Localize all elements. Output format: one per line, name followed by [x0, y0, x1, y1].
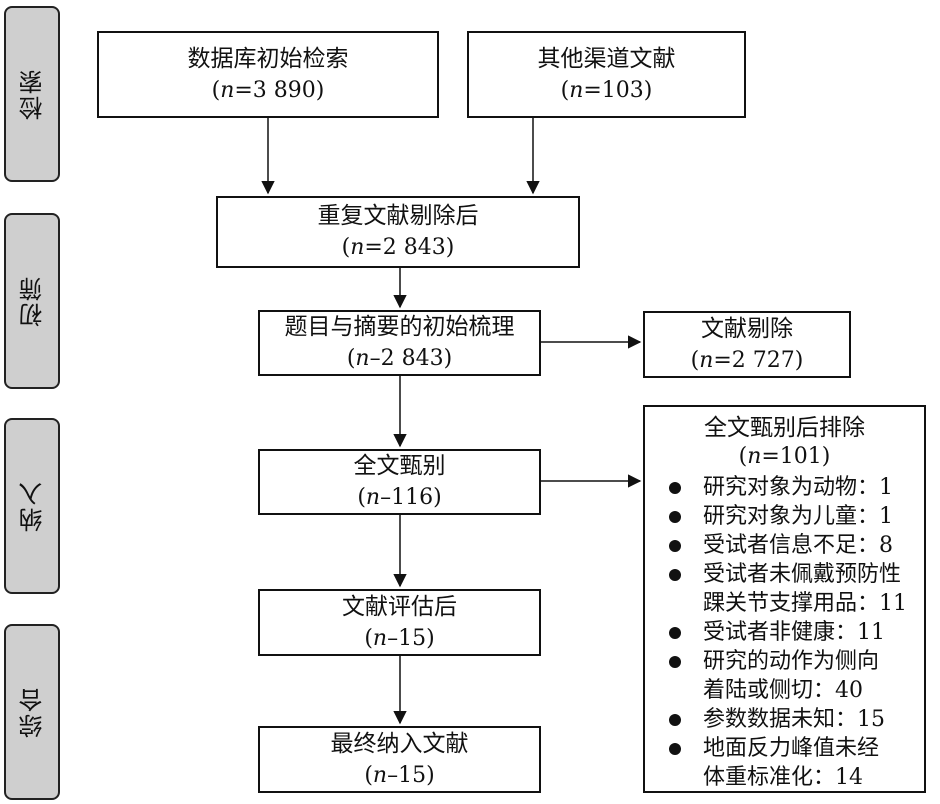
stage-label-retrieval: 检索 [4, 6, 60, 182]
box-fulltext-title: 全文甄别 [353, 453, 446, 479]
box-fulltext: 全文甄别 (n–116) [258, 449, 541, 515]
exclusion-item: 研究对象为儿童：1 [665, 502, 924, 531]
box-title-abstract-title: 题目与摘要的初始梳理 [284, 314, 515, 340]
exclusion-title: 全文甄别后排除 [704, 415, 865, 441]
box-assessed-title: 文献评估后 [342, 593, 457, 620]
exclusion-item: 受试者信息不足：8 [665, 531, 924, 560]
exclusion-item-line: 参数数据未知：15 [703, 707, 885, 732]
box-db-search-count: (n=3 890) [211, 77, 325, 103]
exclusion-item: 地面反力峰值未经体重标准化：14 [665, 734, 924, 792]
exclusion-count: (n=101) [738, 444, 831, 469]
exclusion-item: 受试者非健康：11 [665, 618, 924, 647]
box-other-sources-title: 其他渠道文献 [537, 45, 676, 72]
box-other-sources: 其他渠道文献 (n=103) [467, 31, 746, 118]
box-title-abstract: 题目与摘要的初始梳理 (n–2 843) [258, 310, 541, 376]
box-dedup: 重复文献剔除后 (n=2 843) [216, 196, 580, 268]
box-final-count: (n–15) [364, 762, 435, 788]
box-dedup-count: (n=2 843) [341, 235, 455, 260]
box-assessed-count: (n–15) [364, 625, 435, 651]
box-db-search: 数据库初始检索 (n=3 890) [97, 31, 439, 118]
box-exclusion-reasons: 全文甄别后排除 (n=101) 研究对象为动物：1 研究对象为儿童：1 受试者信息不… [643, 405, 926, 793]
box-other-sources-count: (n=103) [560, 77, 653, 103]
exclusion-item-line: 体重标准化：14 [703, 765, 863, 790]
exclusion-item-line: 研究的动作为侧向 [703, 649, 880, 674]
exclusion-item-line: 受试者非健康：11 [703, 620, 885, 645]
stage-label-screening: 初筛 [4, 213, 60, 389]
exclusion-item-line: 受试者未佩戴预防性 [703, 562, 902, 587]
box-fulltext-count: (n–116) [357, 485, 442, 510]
box-removed: 文献剔除 (n=2 727) [643, 311, 851, 378]
exclusion-item-line: 受试者信息不足：8 [703, 533, 893, 558]
box-removed-count: (n=2 727) [690, 347, 804, 373]
box-assessed: 文献评估后 (n–15) [258, 589, 541, 656]
exclusion-item: 参数数据未知：15 [665, 705, 924, 734]
exclusion-item-line: 着陆或侧切：40 [703, 678, 863, 703]
box-removed-title: 文献剔除 [701, 315, 793, 342]
exclusion-item: 受试者未佩戴预防性踝关节支撑用品：11 [665, 560, 924, 618]
exclusion-item-line: 踝关节支撑用品：11 [703, 591, 907, 616]
exclusion-item: 研究对象为动物：1 [665, 473, 924, 502]
box-dedup-title: 重复文献剔除后 [317, 203, 479, 229]
box-final-title: 最终纳入文献 [330, 730, 469, 757]
box-final: 最终纳入文献 (n–15) [258, 726, 541, 793]
exclusion-item-line: 研究对象为动物：1 [703, 475, 893, 500]
stage-label-synthesis: 综合 [4, 624, 60, 800]
exclusion-item-line: 研究对象为儿童：1 [703, 504, 893, 529]
box-db-search-title: 数据库初始检索 [187, 45, 349, 72]
box-title-abstract-count: (n–2 843) [346, 346, 453, 371]
stage-label-inclusion: 纳入 [4, 418, 60, 594]
exclusion-item: 研究的动作为侧向着陆或侧切：40 [665, 647, 924, 705]
exclusion-item-line: 地面反力峰值未经 [703, 736, 880, 761]
